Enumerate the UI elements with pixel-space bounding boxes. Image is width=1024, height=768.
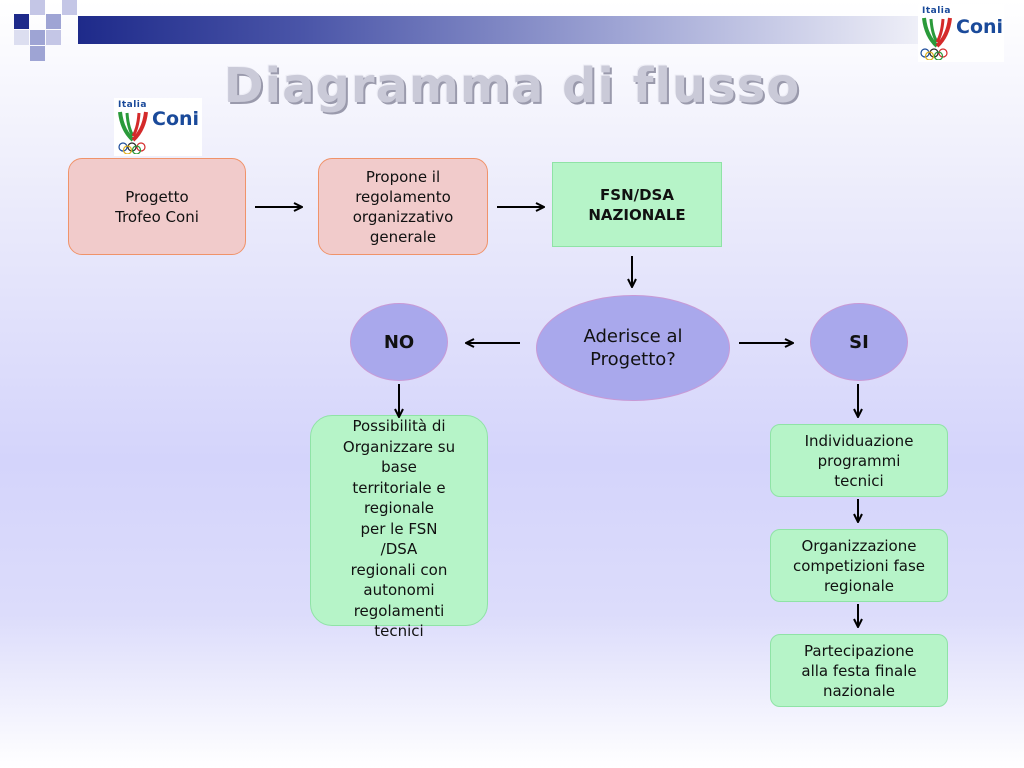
coni-logo-top: Italia Coni — [918, 4, 1004, 62]
tricolor-shield-icon — [118, 111, 148, 142]
node-possibilita-organizzare: Possibilità di Organizzare su base terri… — [310, 415, 488, 640]
page-title: Diagramma di flusso — [223, 58, 801, 114]
node-progetto-trofeo-coni: Progetto Trofeo Coni — [68, 158, 246, 255]
node-individuazione-programmi: Individuazione programmi tecnici — [770, 424, 948, 497]
node-no: NO — [350, 303, 448, 381]
tricolor-shield-icon — [922, 17, 952, 48]
logo-italia-text: Italia — [118, 100, 147, 110]
olympic-rings-icon — [920, 48, 948, 60]
node-si: SI — [810, 303, 908, 381]
node-propone-regolamento: Propone il regolamento organizzativo gen… — [318, 158, 488, 255]
logo-italia-text: Italia — [922, 6, 951, 16]
logo-coni-text: Coni — [956, 16, 1004, 38]
decision-aderisce-progetto: Aderisce al Progetto? — [536, 295, 730, 401]
coni-logo-small: Italia Coni — [114, 98, 202, 156]
node-partecipazione-festa: Partecipazione alla festa finale naziona… — [770, 634, 948, 707]
node-fsn-dsa-nazionale: FSN/DSA NAZIONALE — [552, 162, 722, 247]
logo-coni-text: Coni — [152, 108, 200, 130]
header-gradient-bar — [78, 16, 978, 44]
corner-squares-decoration — [0, 0, 80, 62]
olympic-rings-icon — [118, 142, 146, 154]
node-organizzazione-competizioni: Organizzazione competizioni fase regiona… — [770, 529, 948, 602]
